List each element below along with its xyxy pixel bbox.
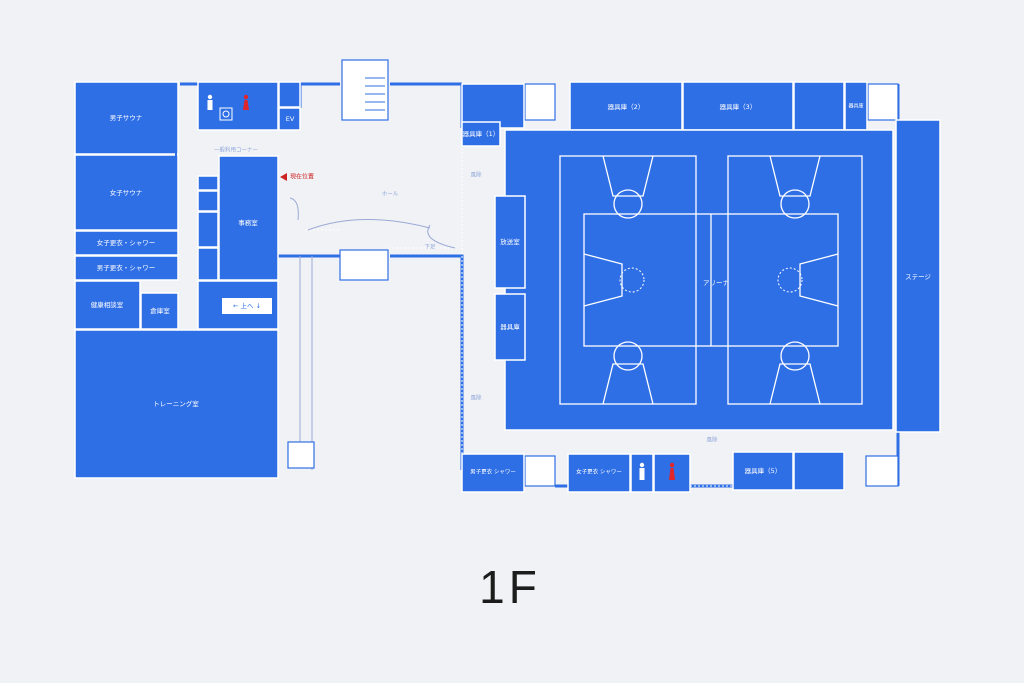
room-label-mens-changing-bottom: 男子更衣 シャワー — [470, 468, 516, 476]
room-label-side-2: 器具庫 — [500, 322, 520, 331]
room-label-ev: EV — [286, 115, 295, 123]
red-arrow-icon — [280, 173, 287, 181]
room-equipment-2 — [569, 81, 683, 131]
floor-label: 1F — [479, 561, 541, 613]
label-shoes: 下足 — [424, 244, 436, 251]
room-label-equipment-5: 器具庫（5） — [745, 466, 782, 475]
room-label-womens-sauna: 女子サウナ — [110, 188, 143, 197]
accessible-restroom-icon — [219, 107, 233, 121]
room-training — [74, 329, 279, 479]
room-label-equipment-2: 器具庫（2） — [608, 102, 645, 111]
court-left — [559, 155, 697, 405]
room-label-womens-changing-bottom: 女子更衣 シャワー — [576, 468, 622, 476]
label-wind-3: 風除 — [706, 436, 718, 444]
label-hall: ホール — [382, 191, 399, 198]
room-equipment-small — [793, 81, 845, 131]
room-label-mens-changing: 男子更衣・シャワー — [97, 263, 156, 272]
corridor-curve — [289, 197, 299, 221]
room-small-2 — [197, 190, 219, 212]
label-wind-1: 風除 — [470, 171, 482, 179]
room-label-equipment-4: 器具庫 — [848, 103, 863, 110]
room-equipment-1-label-box — [461, 121, 501, 147]
key-top-right — [769, 155, 821, 197]
circle-bottom-left — [613, 341, 643, 371]
room-label-mens-sauna: 男子サウナ — [110, 114, 143, 122]
room-small-4 — [197, 247, 219, 281]
room-label-health-consult: 健康相談室 — [91, 300, 124, 309]
entrance-door — [164, 149, 177, 169]
key-top-left — [602, 155, 654, 197]
circle-top-right — [780, 189, 810, 219]
room-womens-changing — [74, 230, 179, 256]
room-label-equipment-1: 器具庫（1） — [463, 129, 500, 138]
bottom-rooms: 男子更衣 シャワー 女子更衣 シャワー 器具庫（5） — [461, 451, 845, 493]
room-side-1 — [494, 195, 526, 289]
stairs-icon — [287, 59, 899, 487]
left-wing: 男子サウナ 女子サウナ 女子更衣・シャワー 男子更衣・シャワー 健康相談室 倉庫… — [74, 81, 456, 479]
circle-bottom-right — [780, 341, 810, 371]
room-mens-changing — [74, 255, 179, 281]
circle-center-left — [619, 267, 645, 293]
circle-center-right — [777, 267, 803, 293]
label-current-location: 現在位置 — [290, 173, 314, 181]
room-label-arena: アリーナ — [703, 279, 729, 287]
room-small-3 — [197, 211, 219, 248]
male-restroom-icon — [207, 94, 213, 110]
room-mens-changing-bottom — [461, 453, 525, 493]
key-center-right — [799, 253, 839, 307]
room-mens-sauna — [74, 81, 179, 155]
room-side-2 — [494, 293, 526, 361]
room-label-storage-small: 倉庫室 — [150, 306, 170, 315]
room-label-womens-changing: 女子更衣・シャワー — [97, 238, 156, 247]
room-office — [218, 155, 279, 281]
key-center-left — [583, 253, 623, 307]
room-label-side-1: 放送室 — [500, 237, 520, 246]
room-equipment-1 — [461, 83, 525, 129]
info-sign-text: ← 上へ ↓ — [233, 301, 261, 310]
hall-curve — [307, 219, 431, 231]
room-top-small — [278, 81, 301, 108]
male-restroom-icon-bottom — [639, 462, 645, 480]
court-right — [727, 155, 863, 405]
hall-curve-2 — [427, 224, 456, 249]
room-equipment-6 — [793, 451, 845, 491]
female-restroom-icon — [243, 94, 249, 110]
room-health-consult — [74, 280, 141, 330]
female-restroom-icon-bottom — [669, 462, 675, 480]
room-small-1 — [197, 175, 219, 191]
room-ev — [278, 107, 301, 131]
label-general-corner: 一般利用コーナー — [214, 146, 258, 154]
key-bottom-left — [602, 363, 654, 405]
room-storage-small — [140, 292, 179, 330]
key-bottom-right — [769, 363, 821, 405]
room-stage — [895, 119, 941, 433]
room-womens-sauna — [74, 154, 179, 231]
room-arena — [504, 129, 894, 431]
arena: 放送室 器具庫 アリーナ — [494, 129, 894, 431]
info-sign-board — [222, 298, 272, 314]
room-label-training: トレーニング室 — [153, 399, 199, 408]
room-label-office: 事務室 — [238, 218, 258, 227]
room-label-equipment-3: 器具庫（3） — [720, 102, 757, 111]
room-equipment-5 — [732, 451, 794, 491]
room-womens-changing-bottom — [567, 453, 631, 493]
room-label-stage: ステージ — [905, 273, 931, 281]
label-wind-2: 風除 — [470, 394, 482, 402]
circle-top-left — [613, 189, 643, 219]
